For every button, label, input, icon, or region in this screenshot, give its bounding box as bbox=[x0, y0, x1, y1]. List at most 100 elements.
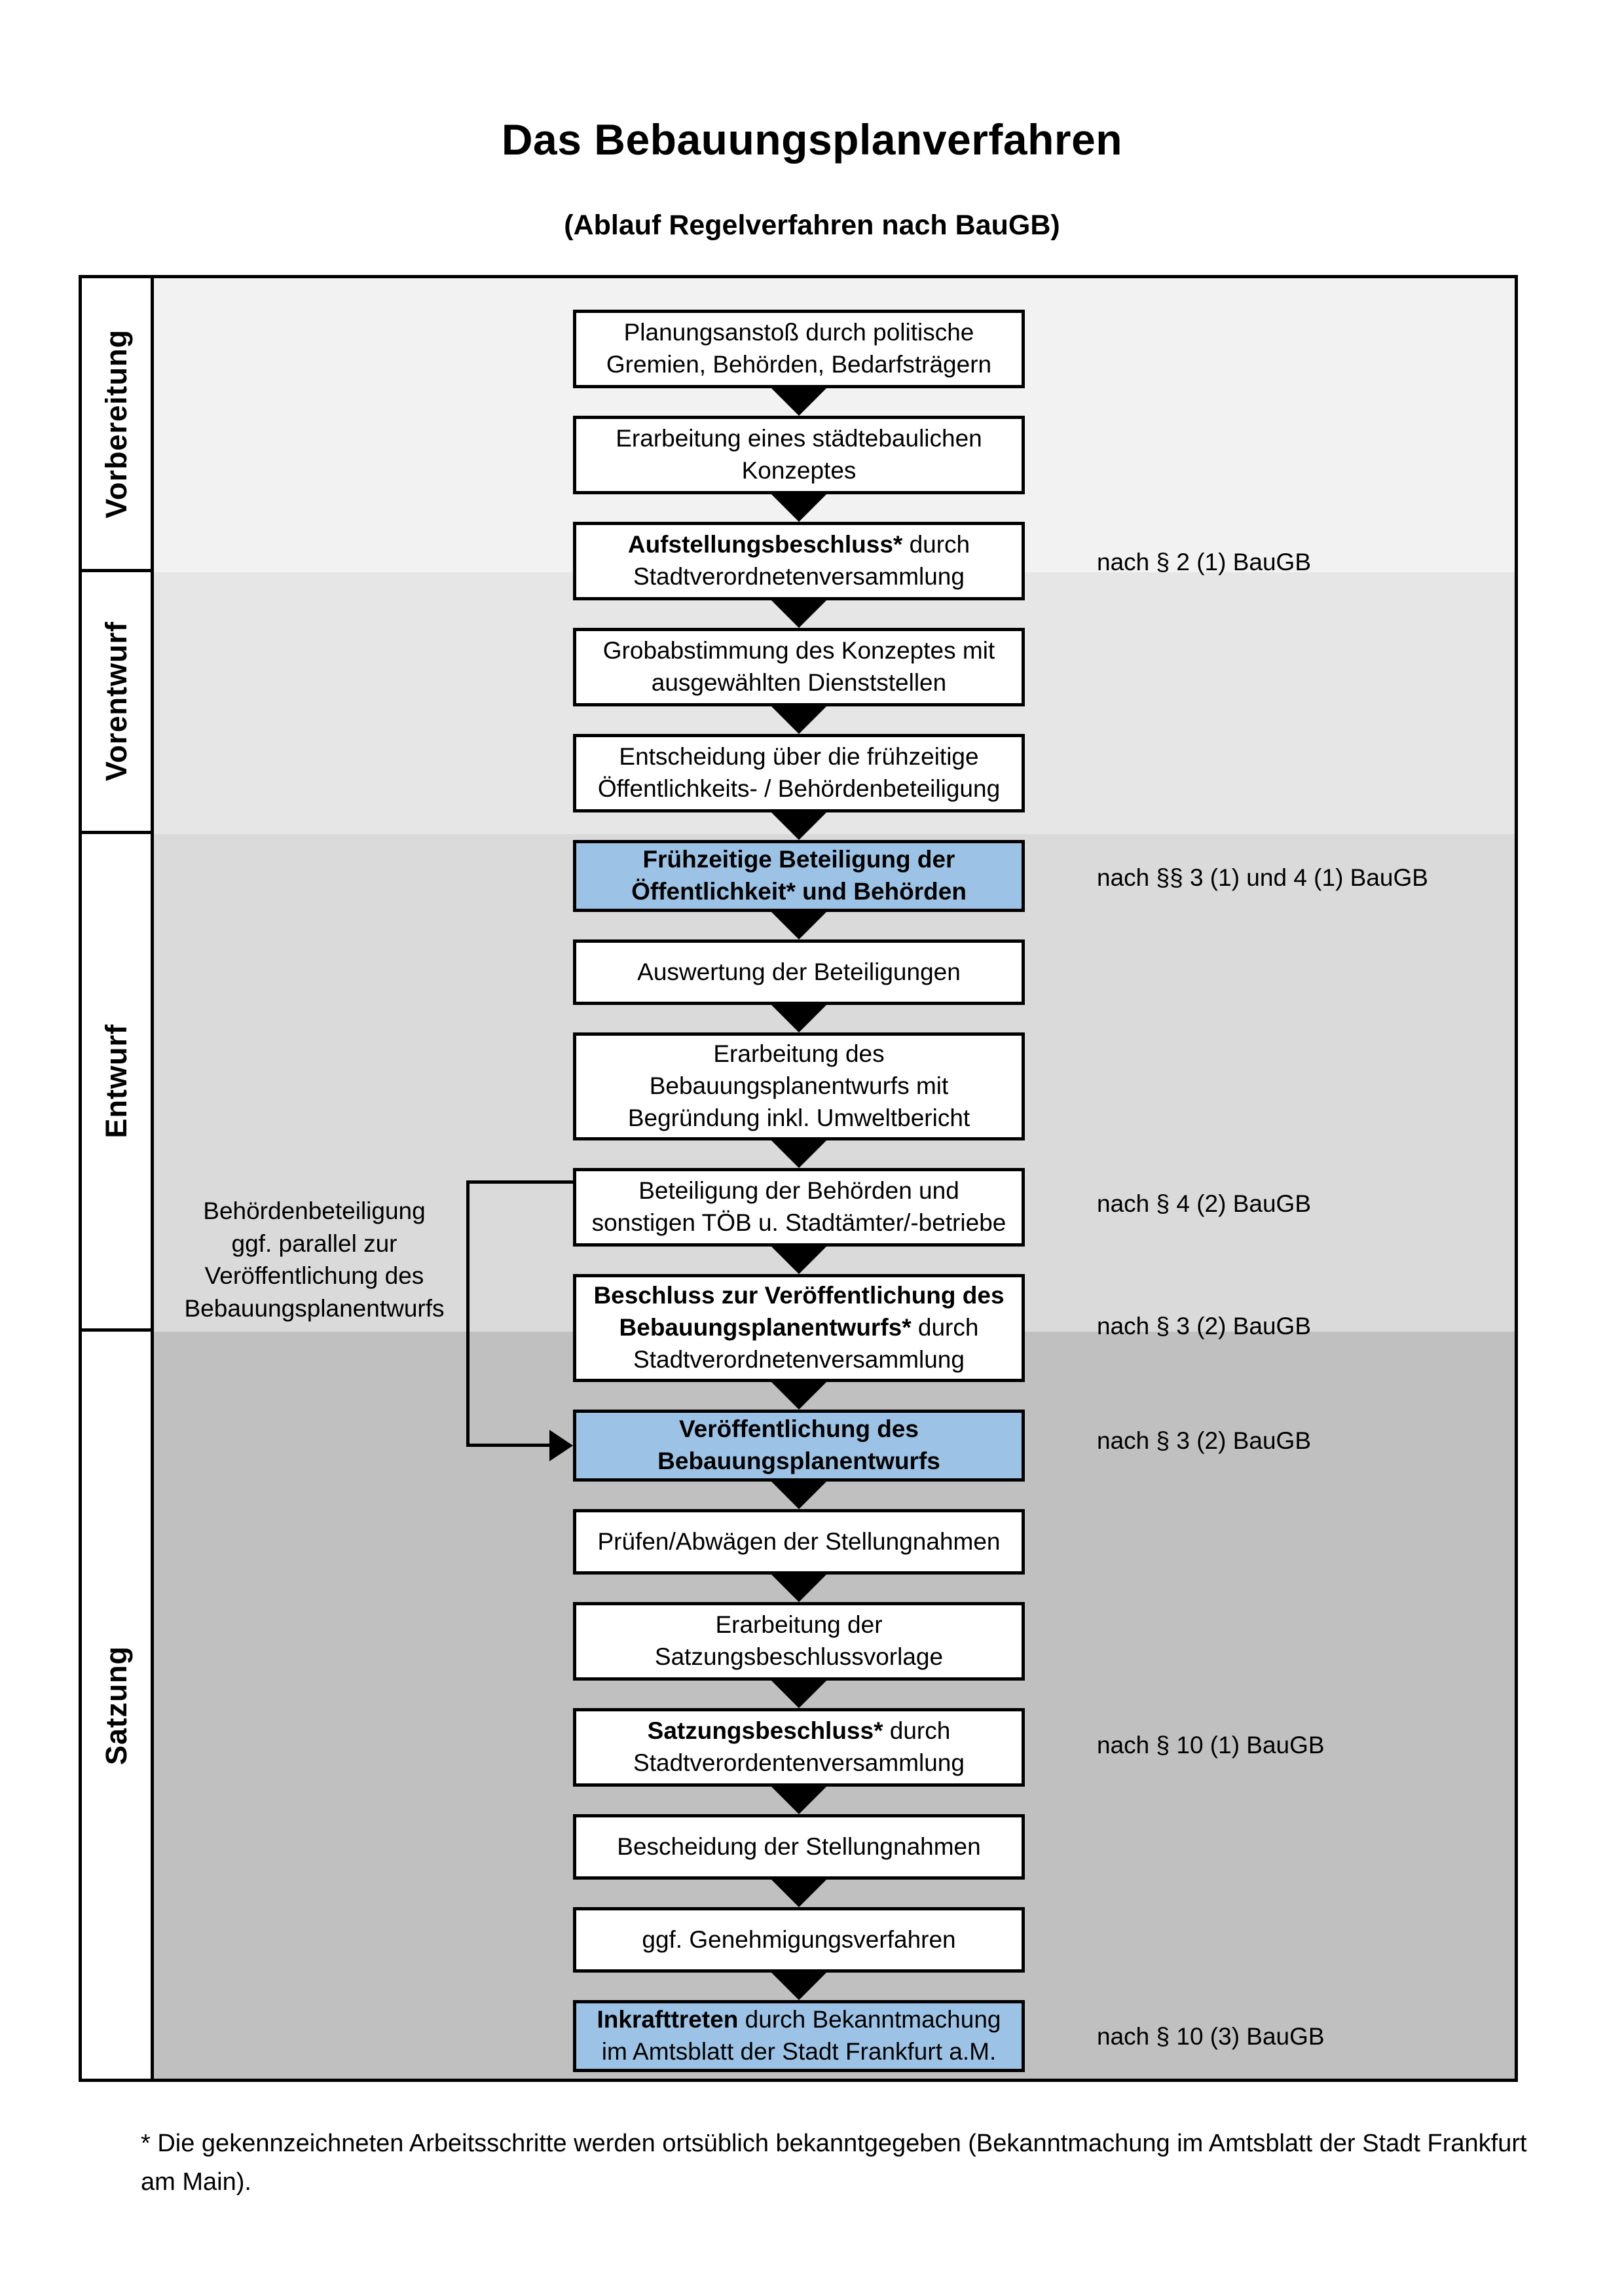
flow-node-planungsanstoss[interactable]: Planungsanstoß durch politische Gremien,… bbox=[573, 310, 1025, 388]
node-line: Gremien, Behörden, Bedarfsträgern bbox=[606, 351, 992, 378]
flow-node-inkrafttreten[interactable]: Inkrafttreten durch Bekanntmachung im Am… bbox=[573, 2000, 1025, 2072]
node-line: Stadtverordnetenversammlung bbox=[633, 1345, 965, 1373]
flow-node-aufstellungsbeschluss[interactable]: Aufstellungsbeschluss* durch Stadtverord… bbox=[573, 522, 1025, 600]
node-line: Entscheidung über die frühzeitige bbox=[619, 743, 979, 771]
flow-node-beteiligung-behoerden-toeb[interactable]: Beteiligung der Behörden und sonstigen T… bbox=[573, 1168, 1025, 1247]
node-line-bold: Bebauungsplanentwurfs* bbox=[619, 1314, 912, 1341]
phase-label-text: Entwurf bbox=[99, 1024, 133, 1139]
node-line: Konzeptes bbox=[741, 457, 857, 484]
node-line: Satzungsbeschlussvorlage bbox=[654, 1643, 944, 1670]
node-line: Stadtverordnetenversammlung bbox=[633, 563, 965, 590]
node-line: durch bbox=[883, 1717, 951, 1745]
flow-node-staedtebauliches-konzept[interactable]: Erarbeitung eines städtebaulichen Konzep… bbox=[573, 416, 1025, 494]
node-line-bold: Beschluss zur Veröffentlichung des bbox=[593, 1282, 1005, 1309]
arrow-down-icon bbox=[769, 598, 829, 628]
node-line-bold: Inkrafttreten bbox=[597, 2006, 739, 2033]
footnote-line: Frankfurt am Main). bbox=[141, 2130, 1527, 2196]
page-subtitle: (Ablauf Regelverfahren nach BauGB) bbox=[564, 210, 1060, 241]
flow-node-erarbeitung-bebauungsplanentwurf[interactable]: Erarbeitung des Bebauungsplanentwurfs mi… bbox=[573, 1032, 1025, 1140]
sidenote-line: Veröffentlichung des bbox=[204, 1262, 424, 1290]
arrow-down-icon bbox=[769, 1379, 829, 1410]
flow-node-fruehzeitige-beteiligung[interactable]: Frühzeitige Beteiligung der Öffentlichke… bbox=[573, 840, 1025, 912]
bypass-connector-arrow-icon bbox=[549, 1430, 573, 1461]
node-line-bold: Öffentlichkeit* und Behörden bbox=[631, 878, 967, 905]
arrow-down-icon bbox=[769, 1244, 829, 1274]
arrow-down-icon bbox=[769, 1002, 829, 1032]
arrow-down-icon bbox=[769, 1678, 829, 1708]
node-line: Erarbeitung eines städtebaulichen bbox=[616, 425, 982, 452]
flow-node-auswertung-beteiligungen[interactable]: Auswertung der Beteiligungen bbox=[573, 939, 1025, 1005]
arrow-down-icon bbox=[769, 1877, 829, 1907]
bypass-connector-top bbox=[466, 1180, 574, 1184]
node-line: durch bbox=[911, 1314, 979, 1341]
arrow-down-icon bbox=[769, 1784, 829, 1814]
phase-label-text: Vorentwurf bbox=[99, 621, 133, 782]
node-line: Grobabstimmung des Konzeptes mit bbox=[602, 637, 995, 665]
node-line-bold: Bebauungsplanentwurfs bbox=[657, 1448, 940, 1474]
flow-node-satzungsbeschluss[interactable]: Satzungsbeschluss* durch Stadtverordente… bbox=[573, 1708, 1025, 1787]
bypass-connector-vertical bbox=[466, 1180, 470, 1447]
node-line: Prüfen/Abwägen der Stellungnahmen bbox=[597, 1527, 1001, 1555]
node-line: ggf. Genehmigungsverfahren bbox=[642, 1925, 956, 1953]
arrow-down-icon bbox=[769, 704, 829, 734]
arrow-down-icon bbox=[769, 1970, 829, 2000]
phase-label-vorentwurf: Vorentwurf bbox=[82, 572, 151, 834]
flow-node-bescheidung-stellungnahmen[interactable]: Bescheidung der Stellungnahmen bbox=[573, 1814, 1025, 1880]
node-line: durch Bekanntmachung bbox=[738, 2006, 1001, 2033]
node-line-bold: Frühzeitige Beteiligung der bbox=[642, 846, 955, 873]
law-reference-5: nach § 3 (2) BauGB bbox=[1097, 1427, 1312, 1454]
node-line: Bescheidung der Stellungnahmen bbox=[617, 1832, 981, 1860]
law-reference-7: nach § 10 (3) BauGB bbox=[1097, 2023, 1325, 2050]
label-column-divider bbox=[151, 278, 154, 2079]
arrow-down-icon bbox=[769, 810, 829, 840]
law-reference-1: nach § 2 (1) BauGB bbox=[1097, 549, 1312, 575]
node-line: Begründung inkl. Umweltbericht bbox=[627, 1104, 970, 1131]
diagram-frame: Vorbereitung Vorentwurf Entwurf Satzung … bbox=[79, 275, 1518, 2082]
node-line: Bebauungsplanentwurfs mit bbox=[649, 1072, 949, 1100]
flow-node-erarbeitung-satzungsbeschlussvorlage[interactable]: Erarbeitung der Satzungsbeschlussvorlage bbox=[573, 1602, 1025, 1681]
node-line: im Amtsblatt der Stadt Frankfurt a.M. bbox=[601, 2038, 997, 2065]
arrow-down-icon bbox=[769, 492, 829, 522]
node-line: Erarbeitung der bbox=[715, 1611, 883, 1639]
footnote-line: * Die gekennzeichneten Arbeitsschritte w… bbox=[141, 2130, 1420, 2157]
flow-node-pruefen-abwaegen[interactable]: Prüfen/Abwägen der Stellungnahmen bbox=[573, 1509, 1025, 1575]
flow-node-veroeffentlichung-bebauungsplanentwurf[interactable]: Veröffentlichung des Bebauungsplanentwur… bbox=[573, 1410, 1025, 1482]
node-line: sonstigen TÖB u. Stadtämter/-betriebe bbox=[591, 1209, 1006, 1236]
phase-label-text: Satzung bbox=[99, 1645, 133, 1765]
sidenote-line: Behördenbeteiligung bbox=[203, 1197, 426, 1224]
node-line: durch bbox=[902, 531, 970, 558]
phase-label-vorbereitung: Vorbereitung bbox=[82, 278, 151, 572]
footnote: * Die gekennzeichneten Arbeitsschritte w… bbox=[141, 2124, 1529, 2202]
arrow-down-icon bbox=[769, 1479, 829, 1509]
phase-label-text: Vorbereitung bbox=[99, 329, 133, 519]
bypass-connector-bottom bbox=[466, 1444, 551, 1447]
node-line-bold: Satzungsbeschluss* bbox=[647, 1717, 883, 1745]
node-line: Auswertung der Beteiligungen bbox=[637, 958, 961, 985]
node-line: Planungsanstoß durch politische bbox=[623, 319, 974, 346]
sidenote-line: ggf. parallel zur bbox=[231, 1230, 397, 1257]
flow-node-genehmigungsverfahren[interactable]: ggf. Genehmigungsverfahren bbox=[573, 1907, 1025, 1973]
flow-node-beschluss-veroeffentlichung[interactable]: Beschluss zur Veröffentlichung des Bebau… bbox=[573, 1274, 1025, 1382]
phase-label-entwurf: Entwurf bbox=[82, 834, 151, 1332]
node-line: ausgewählten Dienststellen bbox=[651, 669, 947, 696]
law-reference-4: nach § 3 (2) BauGB bbox=[1097, 1313, 1312, 1339]
node-line: Öffentlichkeits- / Behördenbeteiligung bbox=[597, 775, 1001, 802]
sidenote-line: Bebauungsplanentwurfs bbox=[184, 1294, 445, 1322]
node-line-bold: Veröffentlichung des bbox=[679, 1415, 919, 1443]
node-line-bold: Aufstellungsbeschluss* bbox=[627, 531, 903, 558]
node-line: Stadtverordentenversammlung bbox=[633, 1749, 965, 1776]
arrow-down-icon bbox=[769, 909, 829, 939]
arrow-down-icon bbox=[769, 1138, 829, 1168]
flow-node-entscheidung-fruehzeitige-beteiligung[interactable]: Entscheidung über die frühzeitige Öffent… bbox=[573, 734, 1025, 812]
page-title: Das Bebauungsplanverfahren bbox=[501, 115, 1123, 164]
sidenote-behoerdenbeteiligung: Behördenbeteiligung ggf. parallel zur Ve… bbox=[164, 1195, 465, 1324]
law-reference-2: nach §§ 3 (1) und 4 (1) BauGB bbox=[1097, 864, 1428, 891]
node-line: Erarbeitung des bbox=[713, 1040, 885, 1068]
phase-label-satzung: Satzung bbox=[82, 1332, 151, 2079]
law-reference-3: nach § 4 (2) BauGB bbox=[1097, 1190, 1312, 1217]
node-line: Beteiligung der Behörden und bbox=[638, 1177, 959, 1205]
law-reference-6: nach § 10 (1) BauGB bbox=[1097, 1732, 1325, 1758]
arrow-down-icon bbox=[769, 1572, 829, 1602]
flow-node-grobabstimmung[interactable]: Grobabstimmung des Konzeptes mit ausgewä… bbox=[573, 628, 1025, 706]
